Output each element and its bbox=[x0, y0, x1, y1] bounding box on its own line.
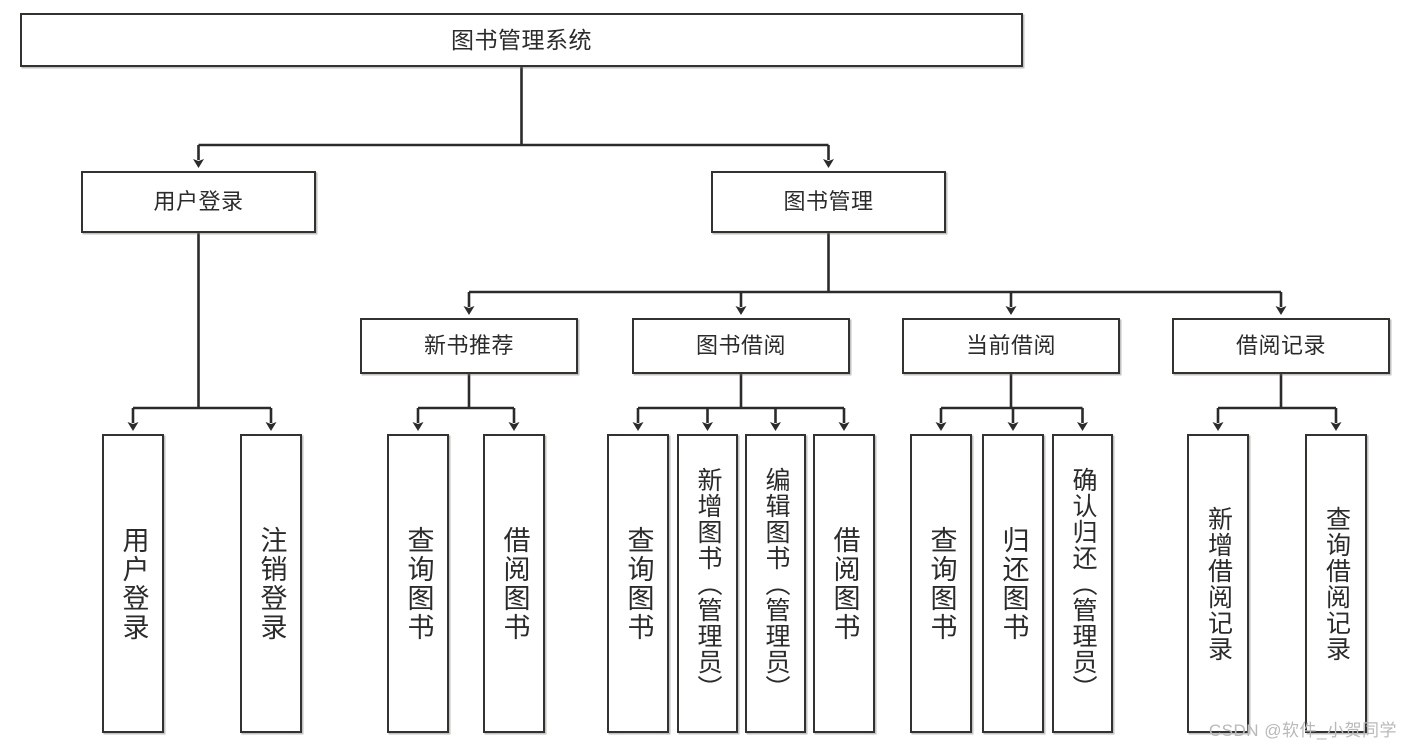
node-leaf-nbr-borrow[interactable]: 借阅图书 bbox=[483, 434, 545, 733]
node-book-manage[interactable]: 图书管理 bbox=[711, 171, 946, 233]
node-label: 借阅记录 bbox=[1235, 333, 1326, 359]
node-label: 图书管理系统 bbox=[451, 26, 592, 53]
node-leaf-bb-borrow[interactable]: 借阅图书 bbox=[813, 434, 875, 733]
node-label: 新增借阅记录 bbox=[1204, 505, 1233, 662]
node-label: 查询图书 bbox=[403, 525, 434, 642]
node-leaf-br-add[interactable]: 新增借阅记录 bbox=[1187, 434, 1249, 733]
node-label: 当前借阅 bbox=[965, 333, 1056, 359]
node-label: 查询图书 bbox=[926, 525, 957, 642]
node-label: 图书管理 bbox=[783, 189, 874, 215]
node-label: 新书推荐 bbox=[423, 333, 514, 359]
node-label: 查询借阅记录 bbox=[1322, 505, 1351, 662]
watermark: CSDN @软件_小贺同学 bbox=[1208, 721, 1397, 740]
node-leaf-bb-edit[interactable]: 编辑图书（管理员） bbox=[745, 434, 806, 733]
node-label: 查询图书 bbox=[623, 525, 654, 642]
node-label: 借阅图书 bbox=[499, 525, 530, 642]
node-label: 图书借阅 bbox=[695, 333, 786, 359]
node-label: 借阅图书 bbox=[829, 525, 860, 642]
node-book-borrow[interactable]: 图书借阅 bbox=[632, 318, 850, 374]
node-label: 用户登录 bbox=[153, 189, 244, 215]
node-leaf-user-login[interactable]: 用户登录 bbox=[102, 434, 164, 733]
node-leaf-cb-confirm[interactable]: 确认归还（管理员） bbox=[1052, 434, 1113, 733]
node-label: 注销登录 bbox=[256, 525, 287, 642]
node-leaf-bb-query[interactable]: 查询图书 bbox=[607, 434, 669, 733]
node-borrow-record[interactable]: 借阅记录 bbox=[1172, 318, 1390, 374]
node-leaf-cb-query[interactable]: 查询图书 bbox=[910, 434, 972, 733]
node-leaf-user-logout[interactable]: 注销登录 bbox=[240, 434, 302, 733]
node-leaf-br-query[interactable]: 查询借阅记录 bbox=[1305, 434, 1367, 733]
node-label: 编辑图书（管理员） bbox=[762, 466, 790, 701]
node-current-borrow[interactable]: 当前借阅 bbox=[902, 318, 1120, 374]
node-label: 新增图书（管理员） bbox=[694, 466, 722, 701]
node-leaf-nbr-query[interactable]: 查询图书 bbox=[387, 434, 449, 733]
node-label: 用户登录 bbox=[118, 525, 149, 642]
node-user-login[interactable]: 用户登录 bbox=[81, 171, 316, 233]
node-leaf-bb-add[interactable]: 新增图书（管理员） bbox=[677, 434, 738, 733]
node-new-book-rec[interactable]: 新书推荐 bbox=[360, 318, 578, 374]
node-label: 归还图书 bbox=[998, 525, 1029, 642]
node-label: 确认归还（管理员） bbox=[1069, 466, 1097, 701]
node-leaf-cb-return[interactable]: 归还图书 bbox=[982, 434, 1044, 733]
node-root[interactable]: 图书管理系统 bbox=[20, 13, 1023, 67]
